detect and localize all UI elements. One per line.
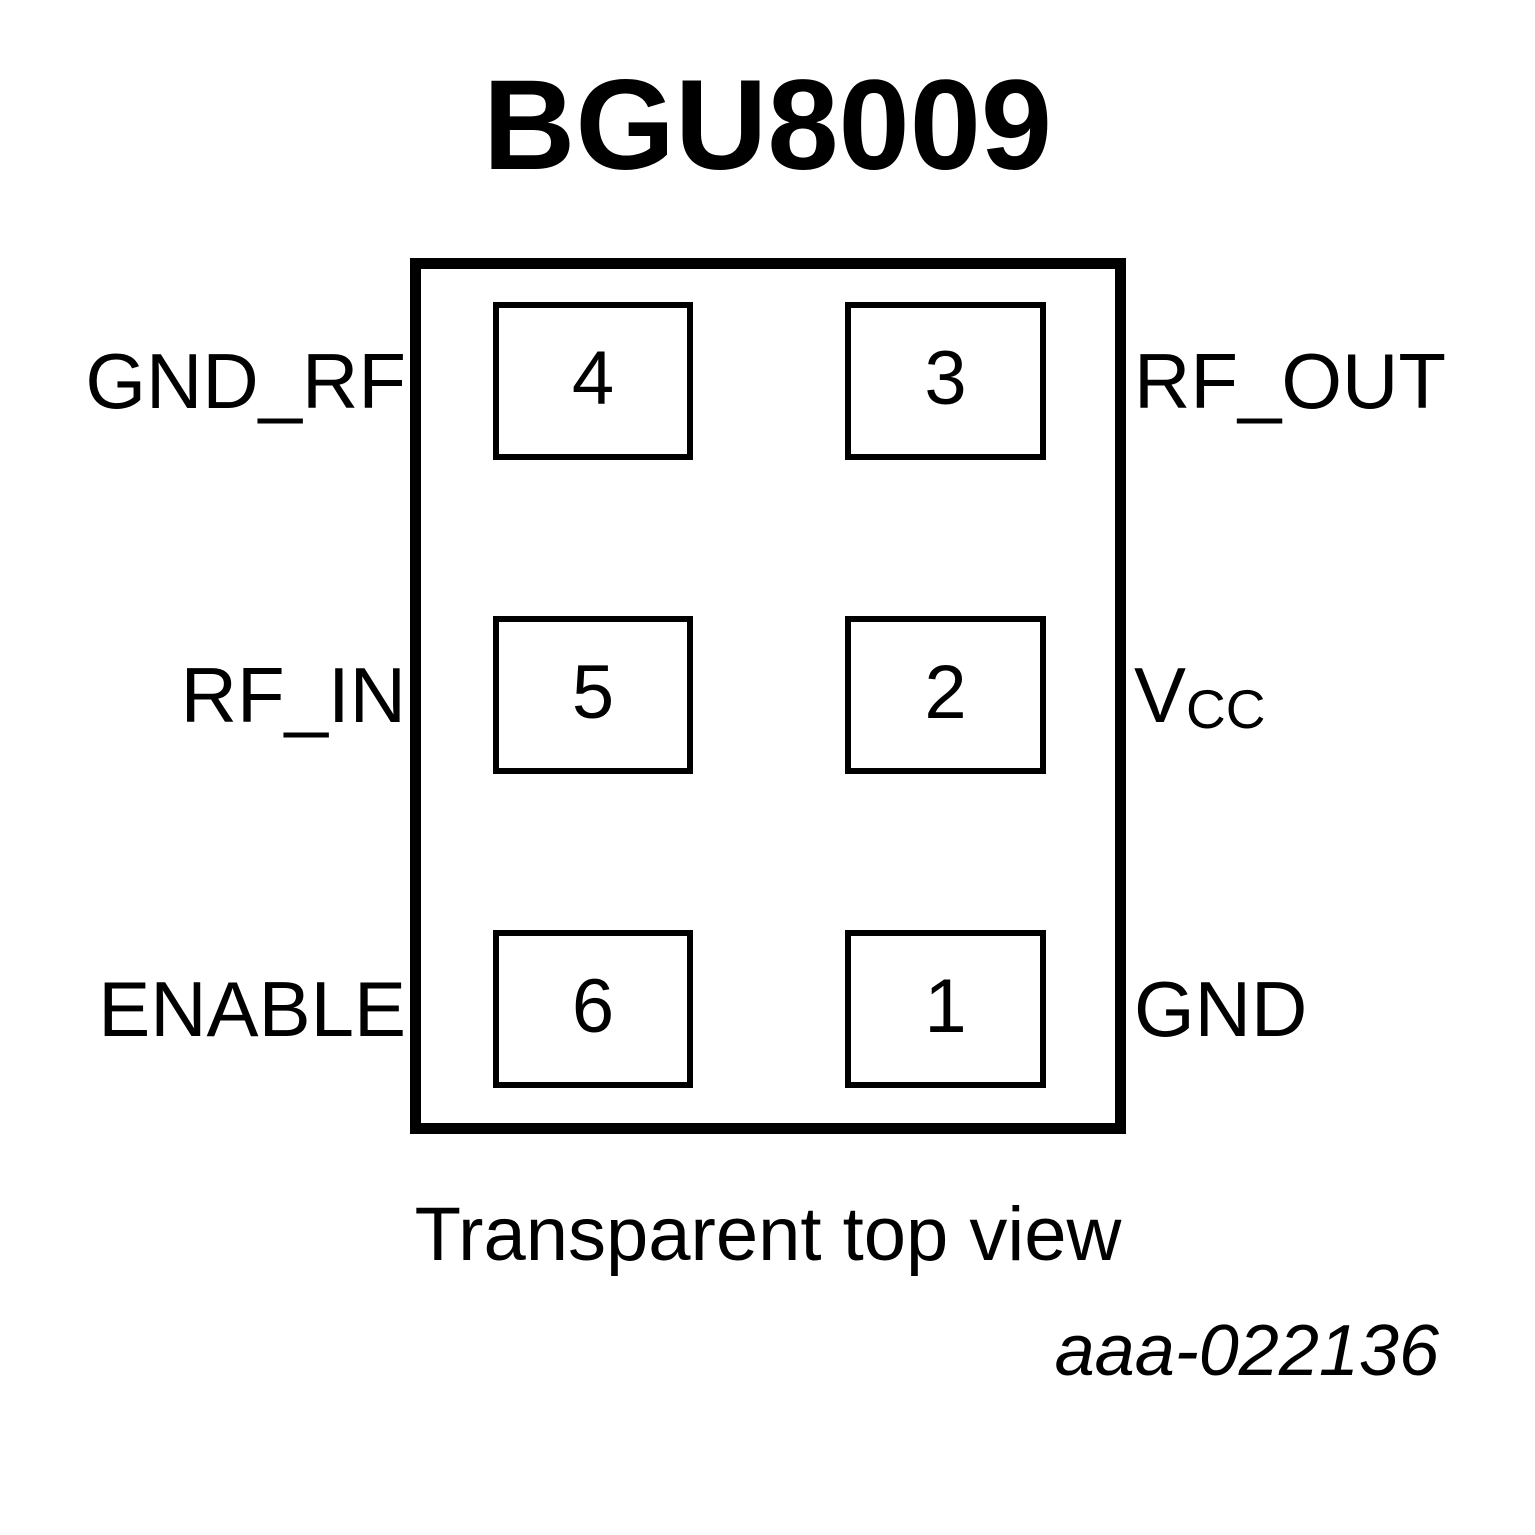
pin-label-gnd: GND xyxy=(1134,965,1308,1053)
pin-label-enable: ENABLE xyxy=(98,965,406,1053)
pad-pin-5: 5 xyxy=(493,616,693,774)
pin-label-gnd-rf: GND_RF xyxy=(85,337,406,425)
pad-number-2: 2 xyxy=(924,650,967,735)
pad-number-1: 1 xyxy=(924,964,967,1049)
page-title: BGU8009 xyxy=(482,54,1053,197)
pin-label-vcc-base: V xyxy=(1134,651,1187,739)
pad-pin-1: 1 xyxy=(845,930,1046,1088)
pad-pin-2: 2 xyxy=(845,616,1046,774)
pad-number-3: 3 xyxy=(924,336,967,421)
pad-pin-6: 6 xyxy=(493,930,693,1088)
pad-pin-3: 3 xyxy=(845,302,1046,460)
pad-pin-4: 4 xyxy=(493,302,693,460)
pin-label-rf-out: RF_OUT xyxy=(1134,337,1446,425)
figure-caption: Transparent top view xyxy=(414,1192,1122,1277)
figure-identifier: aaa-022136 xyxy=(1054,1311,1439,1391)
pad-number-6: 6 xyxy=(571,964,615,1049)
pin-label-rf-in: RF_IN xyxy=(180,651,406,739)
pad-number-5: 5 xyxy=(571,650,615,735)
pad-number-4: 4 xyxy=(571,336,615,421)
pin-label-vcc-subscript: CC xyxy=(1186,677,1266,740)
